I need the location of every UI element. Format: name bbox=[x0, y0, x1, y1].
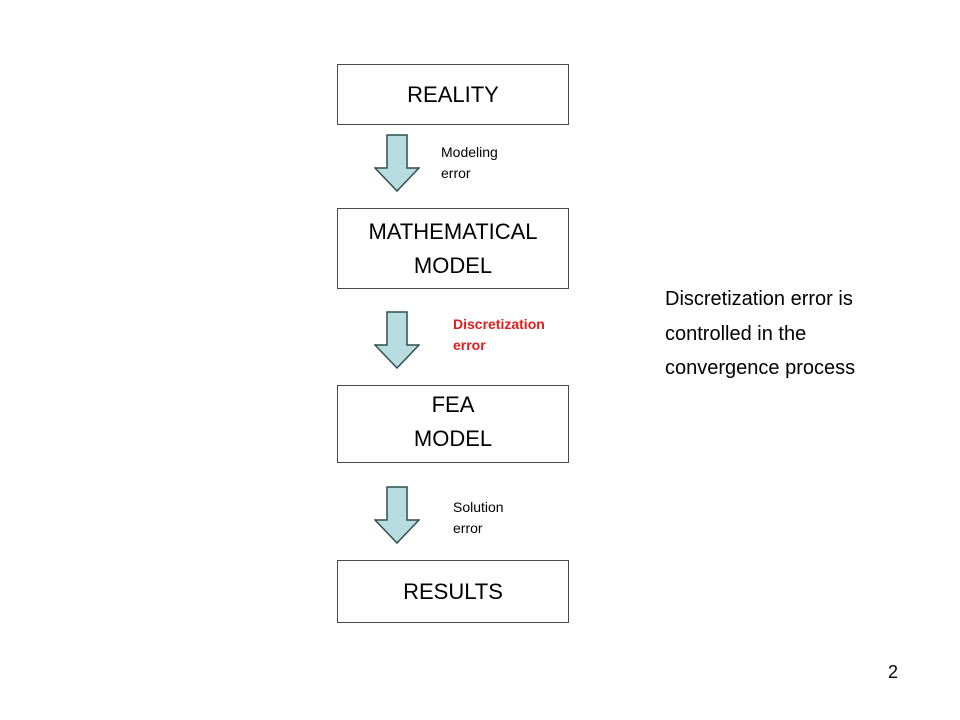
page-number: 2 bbox=[888, 662, 899, 682]
results-box: RESULTS bbox=[337, 560, 569, 623]
arrow-shape bbox=[374, 486, 420, 544]
side-note: Discretization error is controlled in th… bbox=[665, 282, 855, 386]
mathematical-model-line-1: MATHEMATICAL bbox=[368, 218, 538, 244]
discretization-error-line-1: Discretization bbox=[453, 316, 545, 332]
reality-box: REALITY bbox=[337, 64, 569, 125]
side-note-line-2: controlled in the bbox=[665, 322, 807, 345]
discretization-error-label: Discretization error bbox=[453, 314, 545, 356]
modeling-error-line-1: Modeling bbox=[441, 144, 498, 160]
down-arrow-icon bbox=[374, 311, 420, 369]
solution-error-line-1: Solution bbox=[453, 499, 504, 515]
fea-model-line-1: FEA bbox=[431, 392, 475, 417]
reality-label: REALITY bbox=[407, 81, 499, 107]
arrow-shape bbox=[374, 134, 420, 192]
down-arrow-icon bbox=[374, 486, 420, 544]
discretization-error-line-2: error bbox=[453, 337, 486, 353]
solution-error-label: Solution error bbox=[453, 497, 504, 539]
arrow-shape bbox=[374, 311, 420, 369]
modeling-error-label: Modeling error bbox=[441, 142, 498, 184]
modeling-error-line-2: error bbox=[441, 165, 471, 181]
results-label: RESULTS bbox=[403, 578, 503, 604]
mathematical-model-line-2: MODEL bbox=[413, 252, 493, 278]
fea-model-line-2: MODEL bbox=[413, 426, 493, 451]
solution-error-line-2: error bbox=[453, 520, 483, 536]
side-note-line-1: Discretization error is bbox=[665, 288, 853, 310]
side-note-line-3: convergence process bbox=[665, 357, 856, 379]
down-arrow-icon bbox=[374, 134, 420, 192]
mathematical-model-box: MATHEMATICAL MODEL bbox=[337, 208, 569, 289]
fea-model-box: FEA MODEL bbox=[337, 385, 569, 463]
